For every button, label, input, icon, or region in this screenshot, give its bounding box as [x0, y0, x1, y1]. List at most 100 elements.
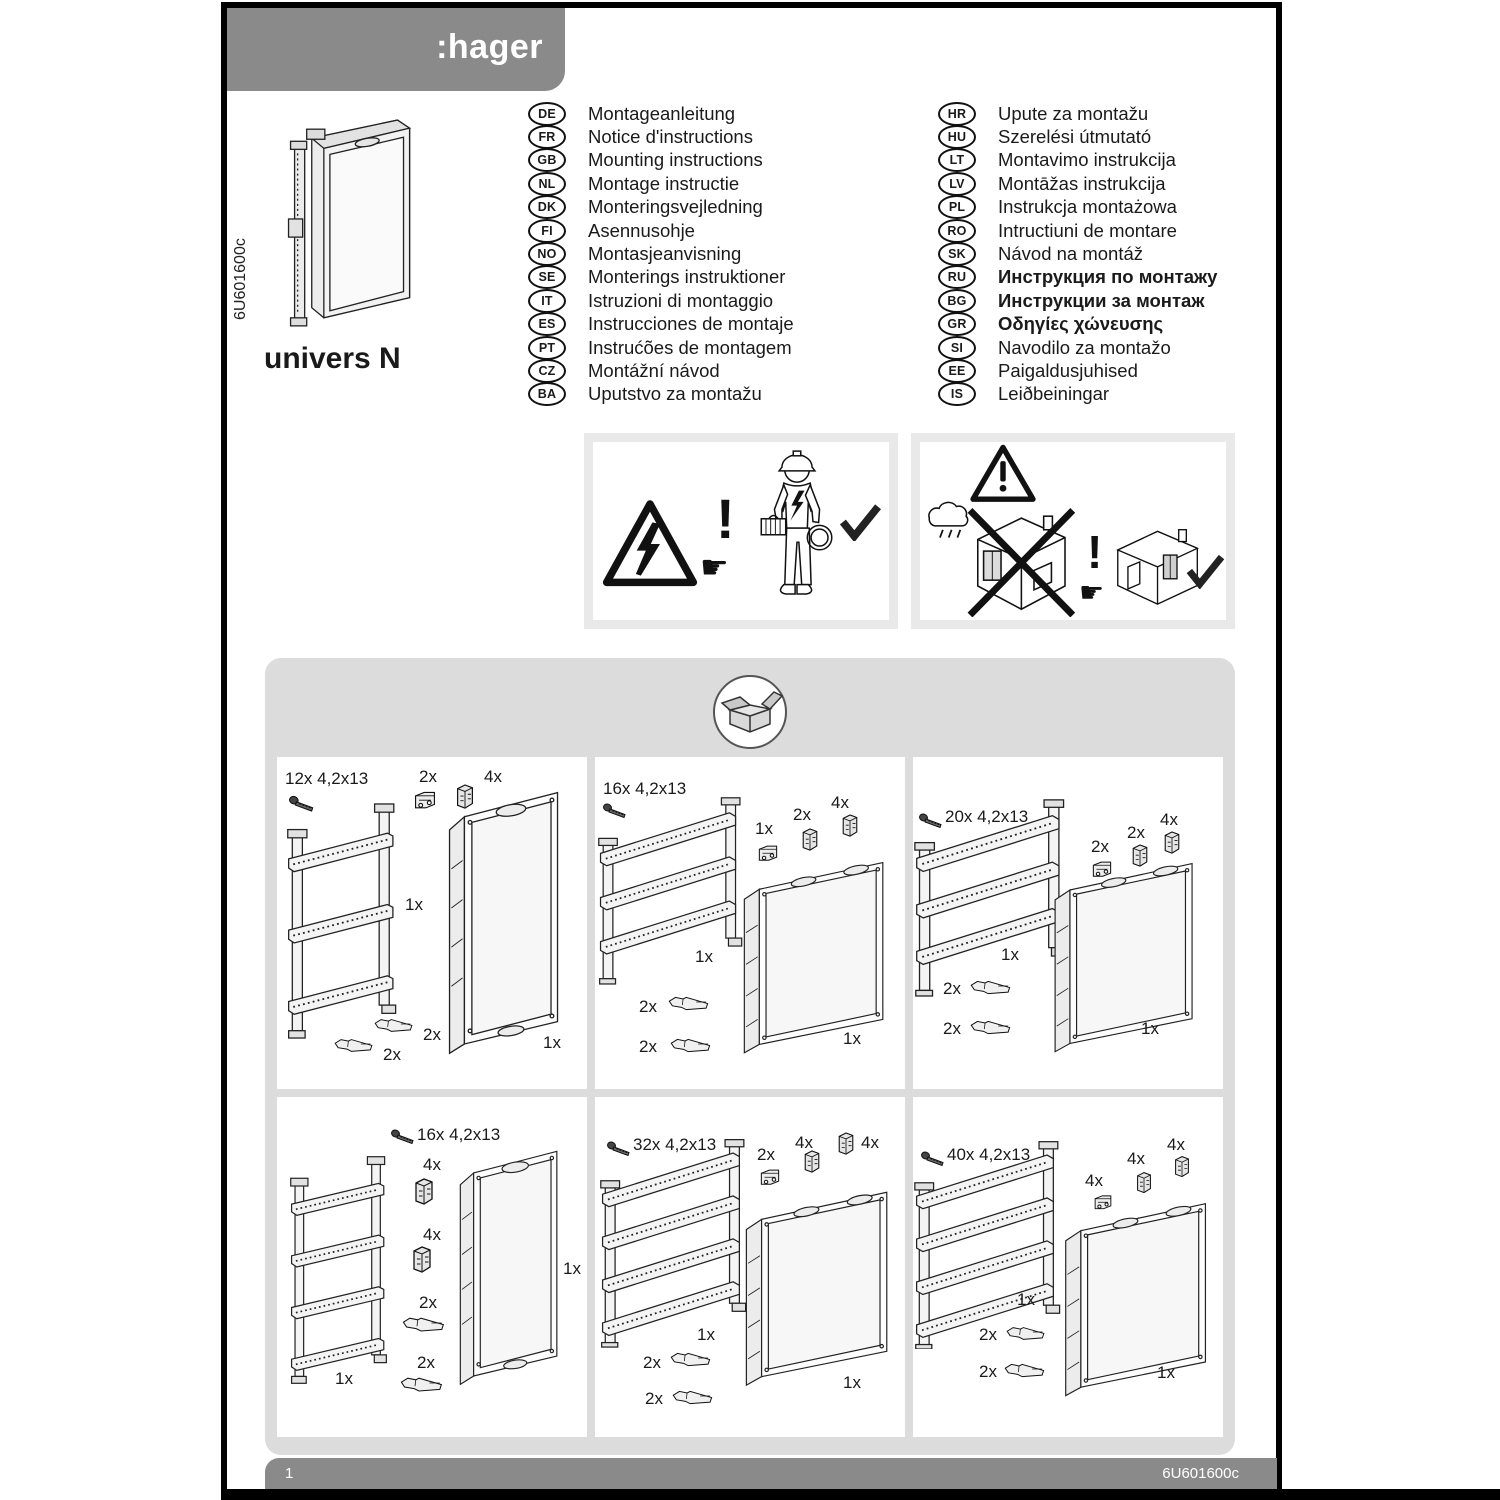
connector-count-label: 2x: [383, 1045, 401, 1064]
lang-label: Monterings instruktioner: [588, 266, 786, 288]
lang-code-badge: SE: [528, 265, 566, 290]
lang-row-ee: EE Paigaldusjuhised: [938, 359, 1217, 383]
part-count-label: 4x: [1160, 810, 1178, 829]
lang-label: Uputstvo za montažu: [588, 383, 762, 405]
connector-count-label: 2x: [639, 1037, 657, 1056]
part-count-label: 2x: [1091, 837, 1109, 856]
screw-count-label: 12x 4,2x13: [285, 769, 369, 788]
kit-cell-6: 40x 4,2x13 4x 4x 4x 1x 2x 2x 1x: [913, 1097, 1223, 1437]
lang-code-badge: BA: [528, 382, 566, 407]
part-count-label: 2x: [757, 1145, 775, 1164]
kit-grid: 12x 4,2x13 2x 4x 1x 2x 2x 1x 16x 4,2x13 …: [277, 757, 1223, 1437]
clip-part-icon: [409, 1245, 435, 1275]
cover-panel-icon: [741, 849, 887, 1063]
connector-part-icon: [373, 1015, 417, 1033]
lang-label: Instrucciones de montaje: [588, 313, 794, 335]
cover-panel-icon: [445, 787, 563, 1057]
open-box-icon: [710, 672, 790, 752]
lang-label: Mounting instructions: [588, 149, 763, 171]
connector-part-icon: [333, 1035, 377, 1053]
lang-code-badge: SK: [938, 242, 976, 267]
part-count-label: 4x: [795, 1133, 813, 1152]
part-count-label: 2x: [793, 805, 811, 824]
page-footer: 1 6U601600c: [265, 1458, 1277, 1489]
lang-row-es: ES Instrucciones de montaje: [528, 312, 794, 337]
connector-count-label: 2x: [943, 1019, 961, 1038]
mounting-frame-icon: [597, 787, 747, 993]
kit-cell-1: 12x 4,2x13 2x 4x 1x 2x 2x 1x: [277, 757, 587, 1089]
lang-label: Инструкция по монтажу: [998, 266, 1218, 288]
lang-label: Asennusohje: [588, 219, 695, 241]
clip-part-icon: [1161, 830, 1183, 856]
lang-code-badge: CZ: [528, 359, 566, 383]
footer-doc-code: 6U601600c: [1162, 1465, 1239, 1482]
lang-code-badge: NL: [528, 171, 566, 196]
clip-part-icon: [1171, 1155, 1193, 1179]
cover-count-label: 1x: [543, 1033, 561, 1052]
exclamation-icon: !: [1087, 526, 1103, 578]
lang-code-badge: DK: [528, 195, 566, 220]
part-count-label: 4x: [1127, 1149, 1145, 1168]
lang-code-badge: IT: [528, 288, 566, 313]
checkmark-icon: [838, 503, 882, 541]
kit-cell-2: 16x 4,2x13 1x 2x 4x 1x 2x 2x 1x: [595, 757, 905, 1089]
lang-label: Monteringsvejledning: [588, 196, 763, 218]
kit-cell-4: 16x 4,2x13 4x 4x 2x 2x 1x 1x: [277, 1097, 587, 1437]
page-number: 1: [285, 1465, 294, 1482]
screw-count-label: 16x 4,2x13: [417, 1125, 501, 1144]
lang-code-badge: RU: [938, 265, 976, 290]
lang-code-badge: EE: [938, 359, 976, 383]
connector-part-icon: [1005, 1323, 1049, 1341]
cover-panel-icon: [457, 1125, 561, 1409]
part-count-label: 2x: [1127, 823, 1145, 842]
safety-box-electrician: ! ☛: [584, 433, 898, 629]
lang-label: Montageanleitung: [588, 102, 736, 124]
clip-part-icon: [1133, 1171, 1155, 1195]
lang-code-badge: NO: [528, 242, 566, 267]
page-border-right: [1276, 2, 1282, 1490]
lang-row-dk: DK Monteringsvejledning: [528, 195, 794, 220]
screw-count-label: 20x 4,2x13: [945, 807, 1029, 826]
lang-label: Paigaldusjuhised: [998, 359, 1138, 381]
connector-count-label: 2x: [417, 1353, 435, 1372]
lang-code-badge: ES: [528, 312, 566, 337]
connector-part-icon: [401, 1313, 449, 1333]
part-count-label: 4x: [831, 793, 849, 812]
cover-count-label: 1x: [1141, 1019, 1159, 1038]
kit-cell-5: 32x 4,2x13 2x 4x 4x 1x 2x 2x 1x: [595, 1097, 905, 1437]
connector-part-icon: [969, 1017, 1015, 1035]
lang-code-badge: GR: [938, 312, 976, 337]
safety-box-indoor-use: ! ☛: [911, 433, 1235, 629]
lang-label: Upute za montažu: [998, 102, 1149, 124]
frame-count-label: 1x: [1001, 945, 1019, 964]
connector-part-icon: [669, 1035, 715, 1053]
pointing-hand-icon: ☛: [1079, 576, 1105, 609]
screw-count-label: 32x 4,2x13: [633, 1135, 717, 1154]
lang-label: Návod na montáž: [998, 243, 1144, 265]
part-count-label: 2x: [419, 767, 437, 786]
lang-label: Montāžas instrukcija: [998, 172, 1166, 194]
connector-part-icon: [399, 1373, 447, 1393]
connector-part-icon: [669, 1349, 715, 1367]
connector-part-icon: [1003, 1360, 1049, 1378]
lang-code-badge: BG: [938, 288, 976, 313]
brand-header: :hager: [227, 8, 565, 91]
clip-part-icon: [835, 1131, 857, 1157]
part-count-label: 4x: [861, 1133, 879, 1152]
frame-count-label: 1x: [405, 895, 423, 914]
clip-part-icon: [839, 813, 861, 839]
lang-code-badge: HU: [938, 125, 976, 150]
mounting-frame-icon: [599, 1131, 751, 1353]
outdoor-mounting-crossed-icon: [919, 491, 1085, 617]
part-count-label: 4x: [484, 767, 502, 786]
lang-code-badge: SI: [938, 335, 976, 360]
lang-label: Istruzioni di montaggio: [588, 289, 774, 311]
